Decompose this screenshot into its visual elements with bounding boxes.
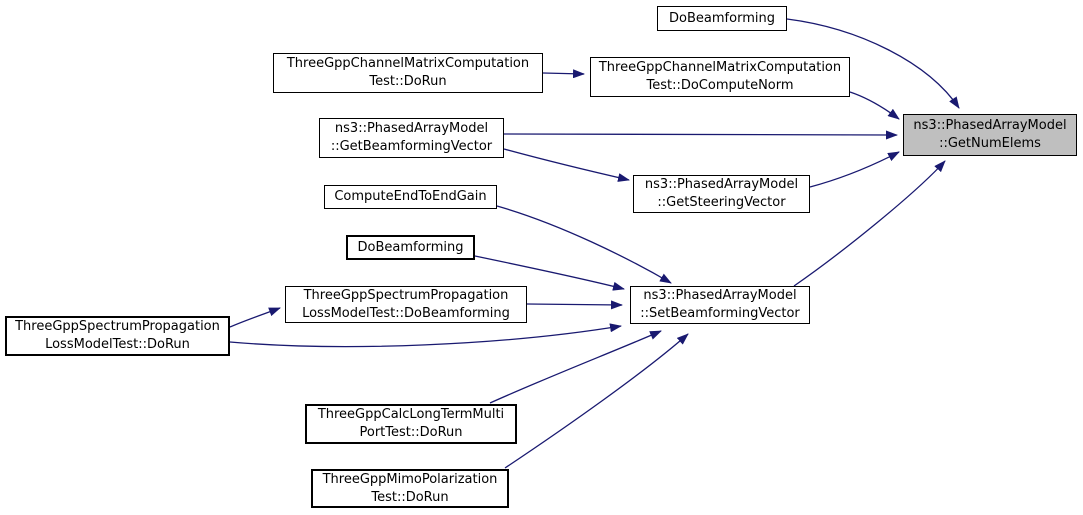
edge-set-beamforming-vector-to-get-num-elems [793, 160, 946, 287]
node-channel-matrix-test-do-run[interactable]: ThreeGppChannelMatrixComputation Test::D… [273, 53, 543, 93]
node-get-beamforming-vector[interactable]: ns3::PhasedArrayModel ::GetBeamformingVe… [319, 118, 504, 158]
node-get-steering-vector[interactable]: ns3::PhasedArrayModel ::GetSteeringVecto… [633, 175, 810, 213]
node-spectrum-test-do-beamforming[interactable]: ThreeGppSpectrumPropagation LossModelTes… [285, 286, 527, 323]
edge-get-beamforming-vector-to-get-steering-vector [503, 148, 630, 182]
edge-do-beamforming-mid-to-set-beamforming-vector [474, 255, 625, 291]
node-mimo-polarization-test-do-run[interactable]: ThreeGppMimoPolarization Test::DoRun [311, 469, 509, 508]
edge-spectrum-do-run-to-set-beamforming-vector [229, 323, 622, 348]
node-do-beamforming-top[interactable]: DoBeamforming [657, 6, 787, 31]
edge-get-beamforming-vector-to-get-num-elems [503, 130, 898, 140]
edge-spectrum-do-beamforming-to-set-beamforming-vector [526, 300, 623, 310]
edge-do-compute-norm-to-get-num-elems [849, 91, 900, 120]
node-channel-matrix-test-do-compute-norm[interactable]: ThreeGppChannelMatrixComputation Test::D… [590, 57, 850, 97]
node-do-beamforming-mid[interactable]: DoBeamforming [346, 235, 475, 260]
edge-channel-matrix-do-run-to-do-compute-norm [542, 69, 585, 79]
node-get-num-elems: ns3::PhasedArrayModel ::GetNumElems [903, 114, 1077, 156]
edge-calc-long-term-to-set-beamforming-vector [489, 330, 662, 404]
edge-spectrum-do-run-to-spectrum-do-beamforming [229, 307, 281, 328]
node-calc-long-term-multi-port-test-do-run[interactable]: ThreeGppCalcLongTermMulti PortTest::DoRu… [305, 404, 517, 444]
edge-mimo-polarization-to-set-beamforming-vector [504, 333, 689, 469]
node-set-beamforming-vector[interactable]: ns3::PhasedArrayModel ::SetBeamformingVe… [630, 286, 810, 324]
edge-get-steering-vector-to-get-num-elems [809, 151, 900, 188]
node-compute-end-to-end-gain[interactable]: ComputeEndToEndGain [324, 185, 497, 209]
edge-do-beamforming-top-to-get-num-elems [786, 18, 960, 109]
node-spectrum-test-do-run[interactable]: ThreeGppSpectrumPropagation LossModelTes… [5, 316, 230, 356]
edge-compute-end-to-end-gain-to-set-beamforming-vector [496, 205, 672, 284]
